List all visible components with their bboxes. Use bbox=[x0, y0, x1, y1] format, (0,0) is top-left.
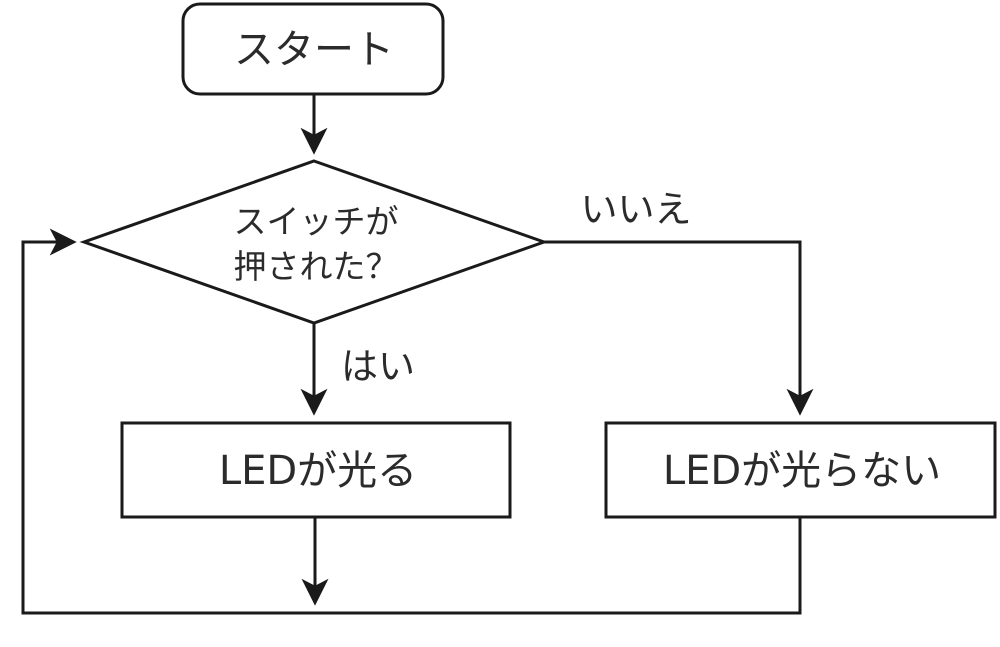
node-led-off: LEDが光らない bbox=[604, 421, 997, 519]
node-start: スタート bbox=[181, 2, 445, 96]
led-on-node-label: LEDが光る bbox=[219, 448, 417, 494]
yes-branch-label: はい bbox=[341, 345, 415, 388]
led-off-node-shape bbox=[604, 421, 997, 519]
decision-node-label-line1: スイッチが bbox=[234, 202, 399, 241]
edge-loop-back-to-decision-arrow bbox=[21, 228, 802, 615]
start-node-shape bbox=[181, 2, 445, 96]
start-node-label: スタート bbox=[234, 27, 394, 73]
decision-node-label-line2: 押された？ bbox=[234, 247, 399, 286]
node-decision: スイッチが 押された？ bbox=[79, 159, 549, 325]
edge-decision-to-led-off-arrow bbox=[544, 240, 814, 416]
no-branch-label: いいえ bbox=[581, 188, 692, 231]
led-off-node-label: LEDが光らない bbox=[663, 448, 941, 494]
node-led-on: LEDが光る bbox=[120, 421, 512, 519]
led-on-node-shape bbox=[120, 421, 512, 519]
decision-node-shape bbox=[79, 159, 549, 325]
